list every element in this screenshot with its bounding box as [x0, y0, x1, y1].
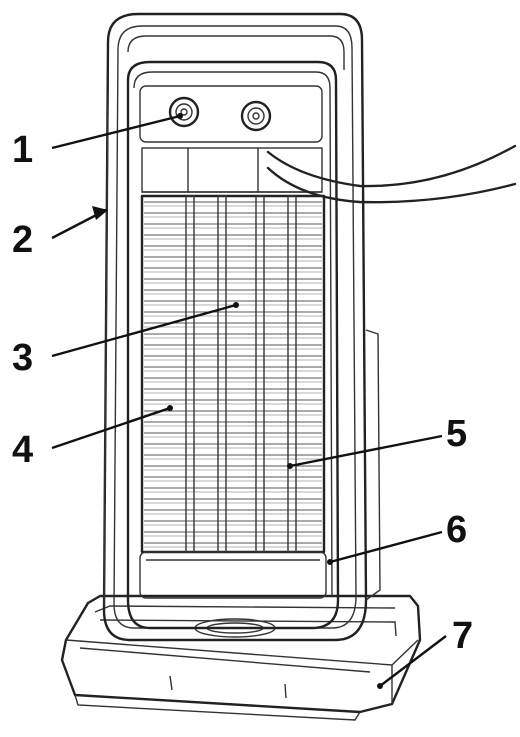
heating-grille [140, 194, 326, 554]
leader-7-dot [377, 683, 383, 689]
callout-7: 7 [452, 615, 473, 657]
callout-6: 6 [446, 509, 467, 551]
grille-slats [144, 201, 322, 548]
leader-4 [51, 406, 171, 450]
control-knob-right [240, 100, 272, 132]
power-cord [266, 144, 517, 204]
leader-6-dot [327, 559, 333, 565]
housing-bottom-panel [139, 551, 327, 599]
leader-7 [379, 635, 447, 687]
leader-1 [51, 114, 181, 150]
callout-3: 3 [12, 337, 33, 379]
leader-3 [51, 303, 237, 358]
leader-lines [51, 113, 447, 689]
leader-2 [51, 208, 107, 240]
leader-1-dot [177, 113, 183, 119]
heater-outer-frame [102, 12, 381, 642]
callout-1: 1 [12, 129, 33, 171]
callout-5: 5 [446, 413, 467, 455]
callout-2: 2 [12, 219, 33, 261]
leader-5-dot [287, 463, 293, 469]
top-vent [141, 147, 323, 193]
leader-6 [329, 530, 443, 564]
leader-3-dot [233, 302, 239, 308]
heater-inner-housing [126, 60, 340, 630]
control-knob-left [168, 96, 200, 128]
heater-base [60, 594, 422, 721]
callout-4: 4 [12, 429, 33, 471]
leader-4-dot [167, 405, 173, 411]
leader-5 [289, 434, 443, 468]
